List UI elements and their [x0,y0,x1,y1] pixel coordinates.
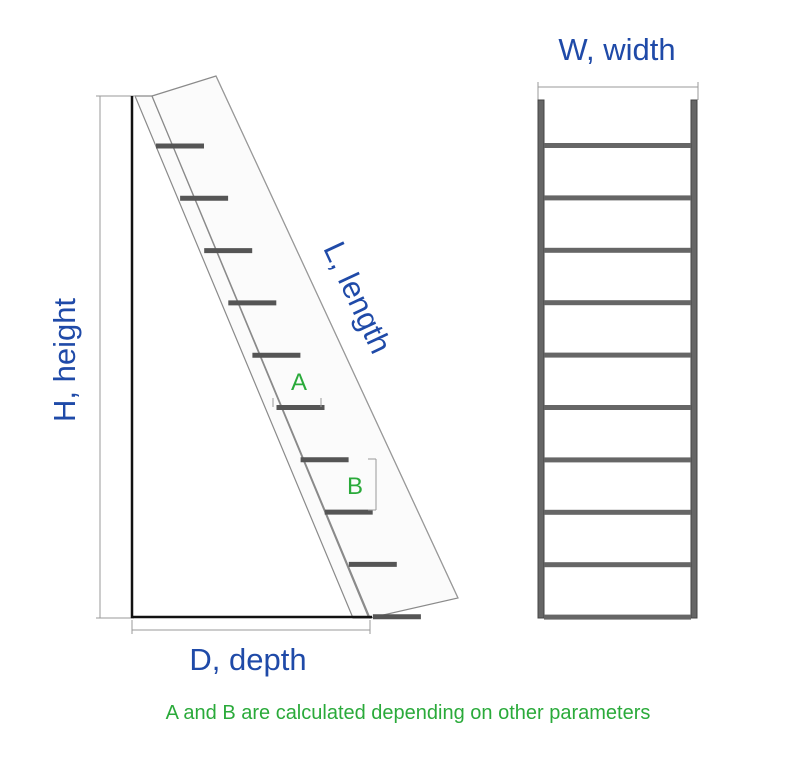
width-label: W, width [558,32,675,67]
b-dimension-line [368,458,377,511]
width-dimension-line [537,82,699,100]
a-label: A [291,369,307,396]
depth-dimension-line [131,620,371,634]
b-label: B [347,473,363,500]
height-dimension-line [96,95,134,619]
depth-label: D, depth [189,642,306,677]
front-rung [544,614,691,620]
left-rail [537,99,545,619]
front-rung [544,247,691,253]
right-rail [690,99,698,619]
length-dimension-line [215,75,459,599]
calculation-note: A and B are calculated depending on othe… [166,702,651,724]
front-rung [544,300,691,306]
a-dimension-line [272,398,322,407]
side-view: H, height L, length D, depth A B [47,75,459,677]
front-rung [544,405,691,410]
front-rung [544,143,691,148]
wall-and-floor [130,96,372,619]
front-rung [544,509,691,515]
side-steps [156,143,421,620]
front-rung [544,195,691,201]
front-rungs [544,143,691,620]
height-label: H, height [47,298,82,422]
front-view: W, width [537,32,699,620]
front-rung [544,352,691,358]
front-rung [544,562,691,568]
ladder-stringer-outer [151,75,459,619]
front-rung [544,457,691,463]
